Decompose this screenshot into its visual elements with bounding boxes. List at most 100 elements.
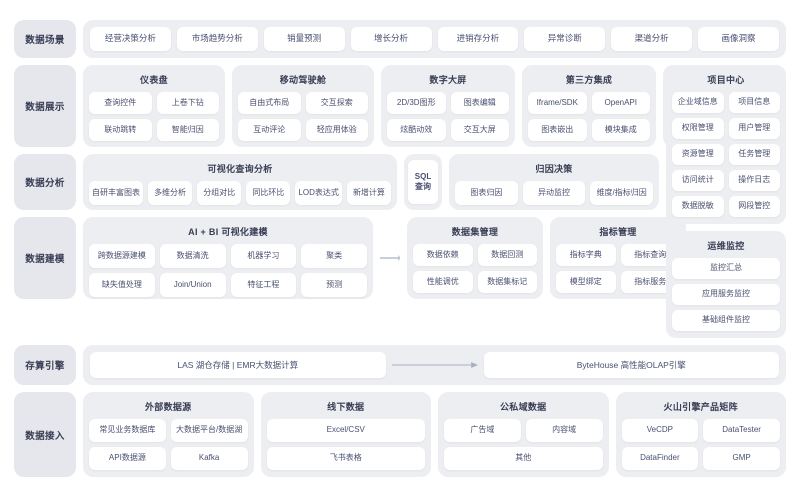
cell-item[interactable]: Kafka	[170, 447, 248, 470]
cell-item[interactable]: 基础组件监控	[672, 310, 780, 331]
cell-item[interactable]: 聚类	[301, 244, 367, 268]
scenario-item[interactable]: 画像洞察	[698, 27, 779, 51]
engine-item-las[interactable]: LAS 湖仓存储 | EMR大数据计算	[90, 352, 386, 378]
cell-item[interactable]: 互动评论	[238, 119, 301, 141]
cell-item[interactable]: API数据源	[89, 447, 166, 470]
cell-item[interactable]: 数据回测	[477, 244, 537, 266]
cell-item[interactable]: 广告域	[444, 419, 521, 442]
cell-item[interactable]: 性能调优	[413, 271, 473, 293]
cell-item[interactable]: 数据集标记	[477, 271, 537, 293]
scenario-item[interactable]: 异常诊断	[524, 27, 606, 51]
cell-item[interactable]: 模块集成	[591, 119, 650, 141]
scenario-item[interactable]: 经营决策分析	[90, 27, 171, 51]
scenario-item[interactable]: 市场趋势分析	[176, 27, 258, 51]
cell-item[interactable]: Iframe/SDK	[528, 92, 587, 114]
sql-query-line2: 查询	[415, 182, 431, 191]
group-dashboard: 仪表盘 查询控件 上卷下钻 联动跳转 智能归因	[83, 65, 225, 147]
sql-query-inner: SQL 查询	[408, 160, 438, 204]
cell-item[interactable]: Excel/CSV	[266, 419, 425, 442]
group-title: 数据集管理	[451, 227, 499, 237]
cell-item[interactable]: 权限管理	[672, 118, 724, 139]
cell-item[interactable]: 维度/指标归因	[590, 181, 654, 205]
group-mobile-cockpit: 移动驾驶舱 自由式布局 交互探索 互动评论 轻应用体验	[232, 65, 374, 147]
cell-item[interactable]: 指标字典	[556, 244, 616, 266]
group-cells: Excel/CSV 飞书表格	[266, 419, 425, 470]
group-title: 指标管理	[599, 227, 637, 237]
cell-item[interactable]: LOD表达式	[295, 181, 342, 205]
cell-item[interactable]: VeCDP	[621, 419, 699, 442]
cell-item[interactable]: 指标查询	[620, 244, 680, 266]
scenario-item[interactable]: 销量预测	[263, 27, 345, 51]
group-cells: 自研丰富图表 多维分析 分组对比 同比环比 LOD表达式 新增计算	[89, 181, 392, 205]
row-label-engine: 存算引擎	[14, 345, 76, 385]
scenario-item[interactable]: 增长分析	[350, 27, 432, 51]
cell-item[interactable]: 任务管理	[728, 144, 780, 165]
group-title: 外部数据源	[144, 402, 192, 412]
group-cells: VeCDP DataTester DataFinder GMP	[621, 419, 780, 470]
cell-item[interactable]: 飞书表格	[266, 447, 425, 470]
cell-item[interactable]: 自由式布局	[238, 92, 301, 114]
cell-item[interactable]: 图表嵌出	[528, 119, 587, 141]
cell-item[interactable]: 网段管控	[728, 196, 780, 217]
row-engine: 存算引擎 LAS 湖仓存储 | EMR大数据计算 ByteHouse 高性能OL…	[14, 345, 786, 385]
cell-item[interactable]: 异动监控	[522, 181, 586, 205]
cell-item[interactable]: 分组对比	[197, 181, 242, 205]
cell-item[interactable]: 机器学习	[230, 244, 297, 268]
cell-item[interactable]: 多维分析	[148, 181, 193, 205]
cell-item[interactable]: 访问统计	[672, 170, 724, 191]
group-title: 公私域数据	[499, 402, 547, 412]
cell-item[interactable]: 图表归因	[455, 181, 518, 205]
cell-item[interactable]: 查询控件	[89, 92, 152, 114]
cell-item[interactable]: 自研丰富图表	[89, 181, 143, 205]
cell-item[interactable]: 特征工程	[230, 273, 297, 297]
row-body-modeling: AI + BI 可视化建模 跨数据源建模 数据清洗 机器学习 聚类 缺失值处理 …	[83, 217, 686, 299]
cell-item[interactable]: 上卷下钻	[156, 92, 219, 114]
cell-item[interactable]: 预测	[301, 273, 367, 297]
group-ai-bi-modeling: AI + BI 可视化建模 跨数据源建模 数据清洗 机器学习 聚类 缺失值处理 …	[83, 217, 373, 299]
cell-item[interactable]: DataFinder	[621, 447, 699, 470]
cell-item[interactable]: 数据清洗	[159, 244, 226, 268]
cell-item[interactable]: 资源管理	[672, 144, 724, 165]
cell-item[interactable]: 其他	[444, 447, 603, 470]
scenario-item[interactable]: 渠道分析	[611, 27, 693, 51]
scenario-group: 经营决策分析 市场趋势分析 销量预测 增长分析 进销存分析 异常诊断 渠道分析 …	[83, 20, 786, 58]
cell-item[interactable]: 交互探索	[305, 92, 368, 114]
cell-item[interactable]: 智能归因	[156, 119, 219, 141]
cell-item[interactable]: 大数据平台/数据湖	[170, 419, 248, 442]
group-title: 火山引擎产品矩阵	[663, 402, 738, 412]
cell-item[interactable]: 数据脱敏	[672, 196, 724, 217]
cell-item[interactable]: GMP	[703, 447, 780, 470]
row-body-ingestion: 外部数据源 常见业务数据库 大数据平台/数据湖 API数据源 Kafka 线下数…	[83, 392, 786, 477]
cell-item[interactable]: 监控汇总	[672, 258, 780, 279]
cell-item[interactable]: 内容域	[525, 419, 603, 442]
sql-query-box[interactable]: SQL 查询	[404, 154, 442, 210]
cell-item[interactable]: 轻应用体验	[305, 119, 368, 141]
cell-item[interactable]: 常见业务数据库	[89, 419, 166, 442]
scenario-item[interactable]: 进销存分析	[437, 27, 519, 51]
group-metric-management: 指标管理 指标字典 指标查询 模型绑定 指标服务	[550, 217, 686, 299]
cell-item[interactable]: 联动跳转	[89, 119, 152, 141]
cell-item[interactable]: 指标服务	[620, 271, 680, 293]
cell-item[interactable]: Join/Union	[159, 273, 226, 297]
cell-item[interactable]: 应用服务监控	[672, 284, 780, 305]
cell-item[interactable]: DataTester	[703, 419, 780, 442]
cell-item[interactable]: 同比环比	[246, 181, 291, 205]
row-body-scenario: 经营决策分析 市场趋势分析 销量预测 增长分析 进销存分析 异常诊断 渠道分析 …	[83, 20, 786, 58]
cell-item[interactable]: 炫酷动效	[387, 119, 446, 141]
cell-item[interactable]: 企业域信息	[672, 92, 724, 113]
cell-item[interactable]: 操作日志	[728, 170, 780, 191]
cell-item[interactable]: 缺失值处理	[89, 273, 155, 297]
engine-item-bytehouse[interactable]: ByteHouse 高性能OLAP引擎	[483, 352, 779, 378]
cell-item[interactable]: 模型绑定	[556, 271, 616, 293]
group-external-datasource: 外部数据源 常见业务数据库 大数据平台/数据湖 API数据源 Kafka	[83, 392, 254, 477]
cell-item[interactable]: 数据依赖	[413, 244, 473, 266]
cell-item[interactable]: 项目信息	[728, 92, 780, 113]
cell-item[interactable]: 跨数据源建模	[89, 244, 155, 268]
cell-item[interactable]: OpenAPI	[591, 92, 650, 114]
cell-item[interactable]: 用户管理	[728, 118, 780, 139]
cell-item[interactable]: 图表编辑	[450, 92, 509, 114]
cell-item[interactable]: 交互大屏	[450, 119, 509, 141]
cell-item[interactable]: 新增计算	[346, 181, 392, 205]
group-cells: 指标字典 指标查询 模型绑定 指标服务	[556, 244, 680, 293]
cell-item[interactable]: 2D/3D图形	[387, 92, 446, 114]
